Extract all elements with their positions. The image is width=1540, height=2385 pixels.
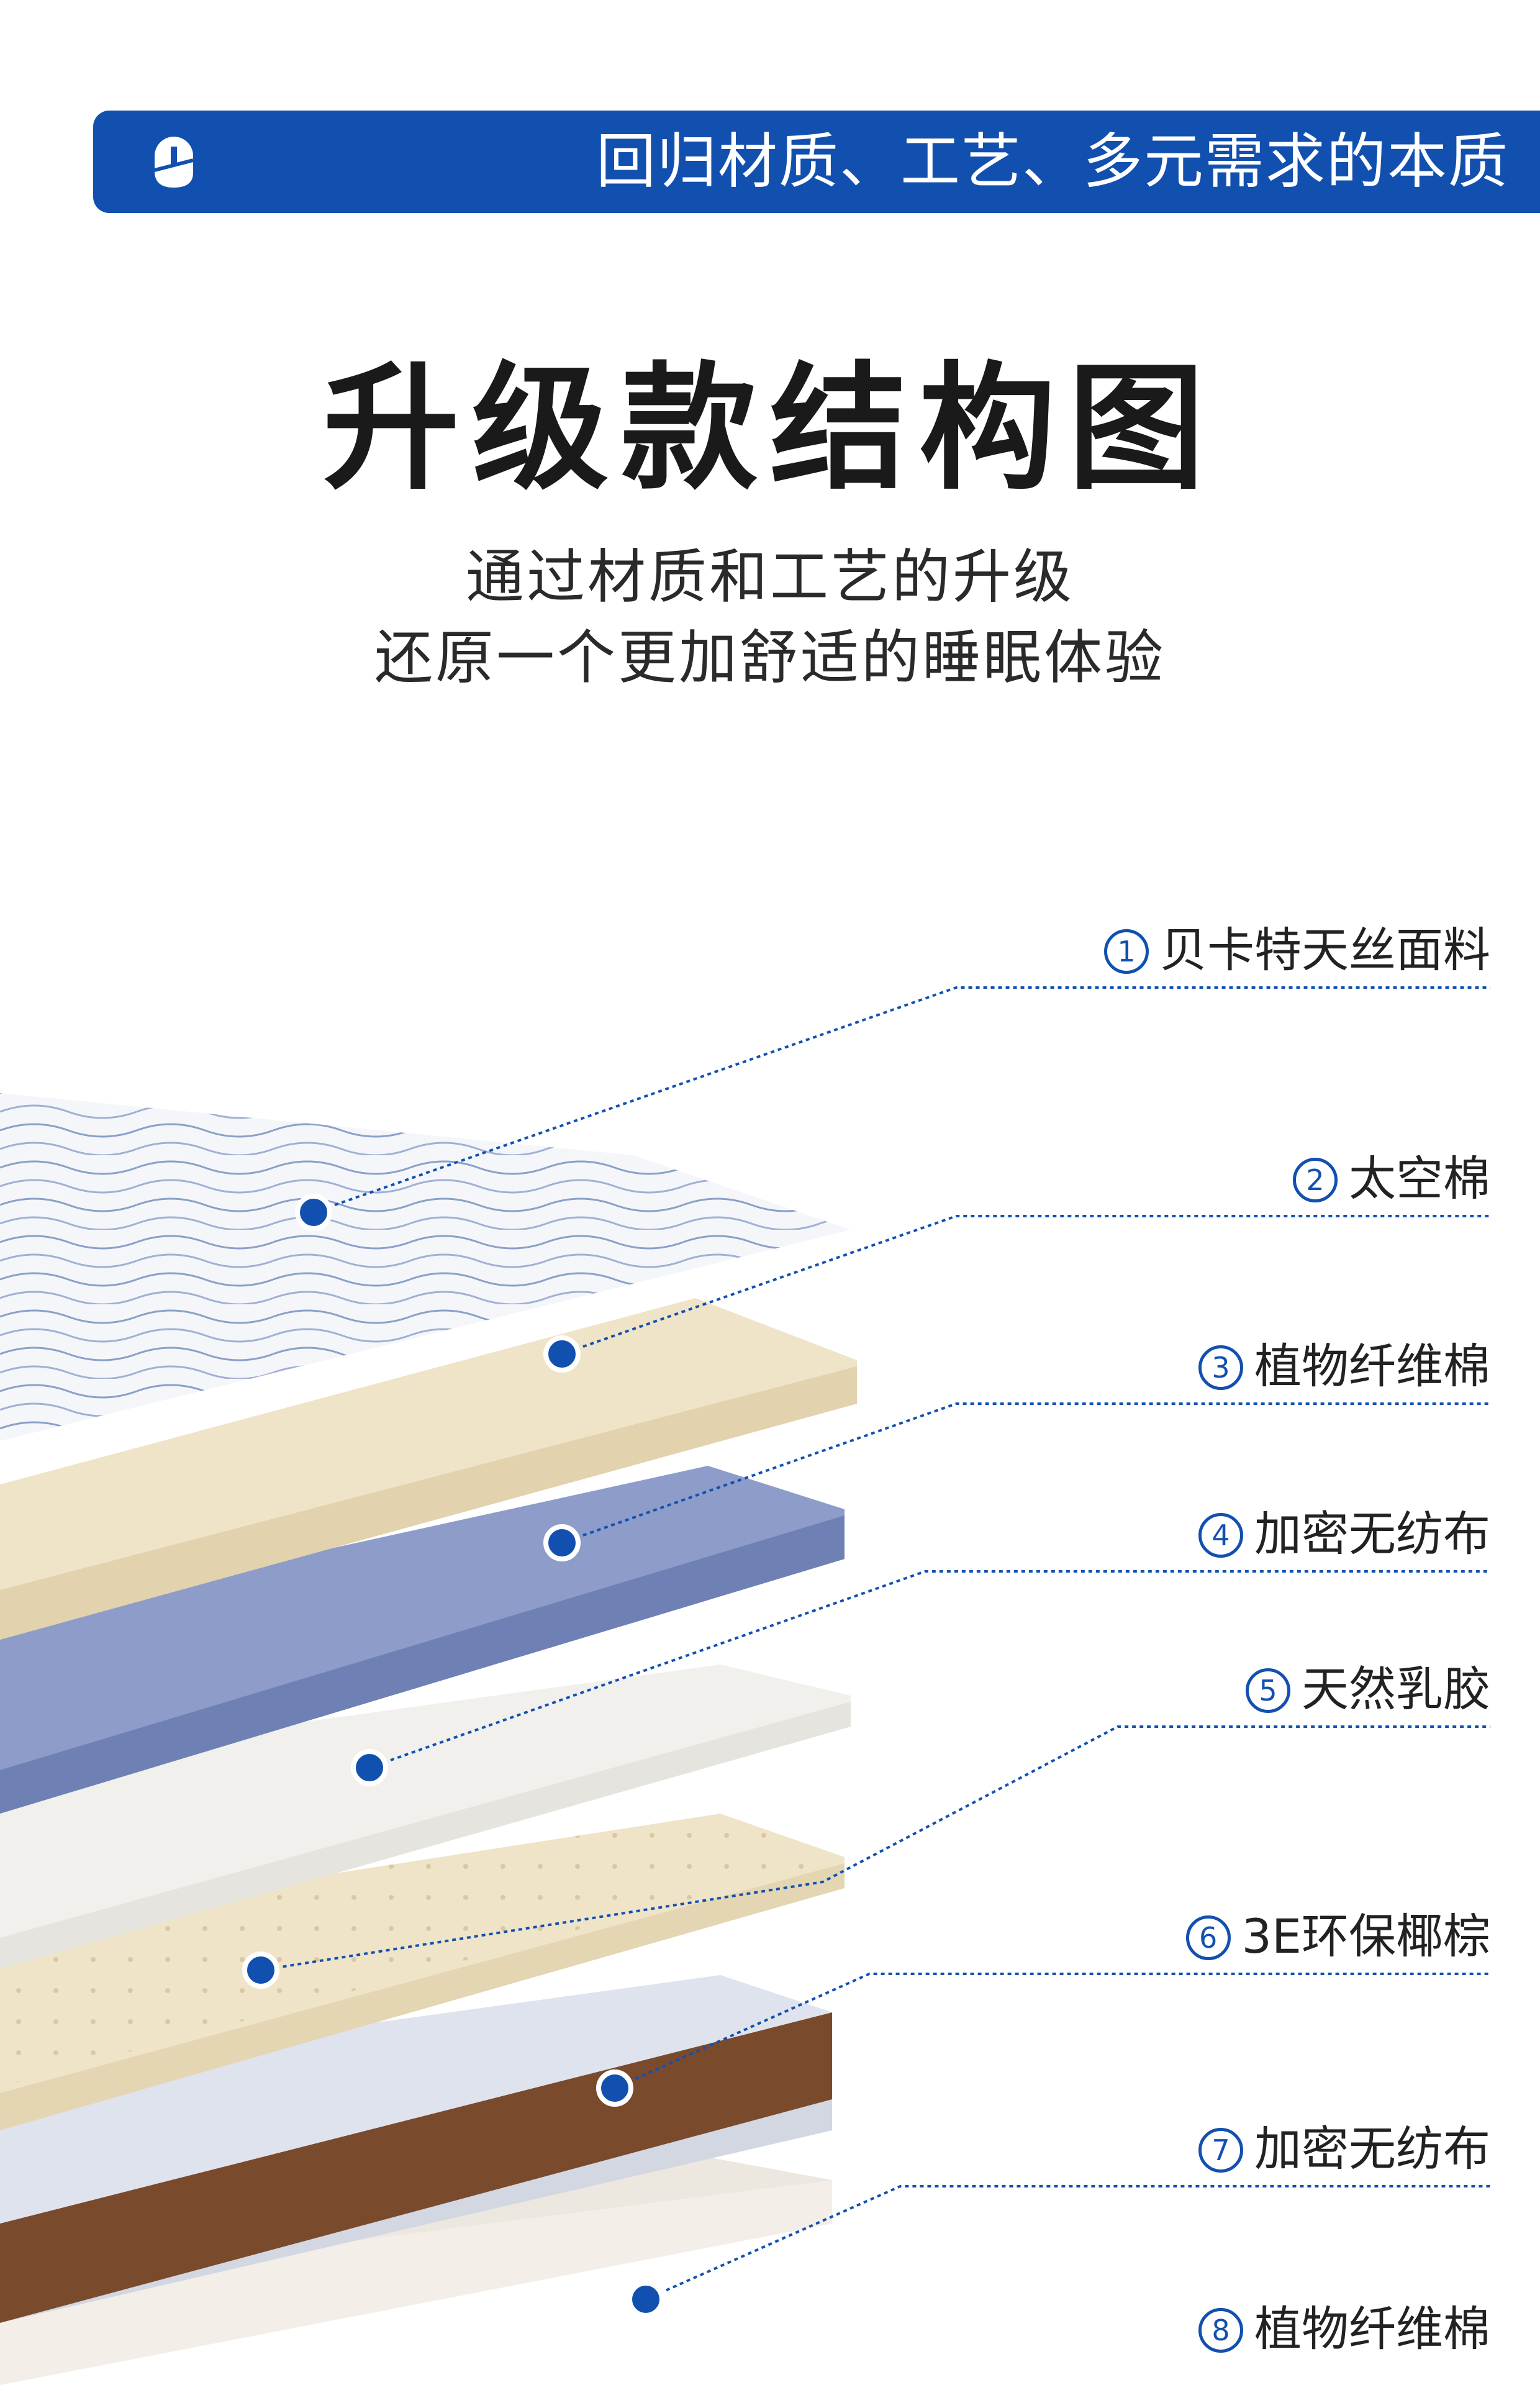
- layer-8-plant-fiber: [0, 2137, 832, 2385]
- brand-logo-icon: [154, 137, 194, 188]
- number-badge: 3: [1198, 1345, 1243, 1390]
- header-banner: 回归材质、工艺、多元需求的本质: [93, 111, 1540, 213]
- number-badge: 4: [1198, 1513, 1243, 1558]
- layer-name: 加密无纺布: [1254, 2121, 1490, 2176]
- banner-slogan: 回归材质、工艺、多元需求的本质: [596, 127, 1509, 196]
- number-badge: 1: [1104, 929, 1149, 974]
- layer-name: 3E环保椰棕: [1241, 1909, 1490, 1964]
- layer-name: 植物纤维棉: [1254, 2301, 1490, 2356]
- number-badge: 8: [1198, 2308, 1243, 2353]
- number-badge: 6: [1185, 1915, 1231, 1960]
- layer-2-space-cotton: [0, 1298, 857, 1640]
- mattress-layers-illustration: [0, 986, 1490, 2385]
- layer-name: 贝卡特天丝面料: [1160, 922, 1490, 978]
- number-badge: 5: [1246, 1668, 1290, 1713]
- layer-name: 太空棉: [1349, 1151, 1490, 1206]
- layer-label-5: 5 天然乳胶: [1246, 1658, 1490, 1720]
- subtitle-line-2: 还原一个更加舒适的睡眠体验: [374, 624, 1166, 692]
- layer-3-plant-fiber: [0, 1466, 845, 1814]
- layer-name: 加密无纺布: [1254, 1506, 1490, 1561]
- subtitle-line-1: 通过材质和工艺的升级: [465, 543, 1074, 611]
- layer-1-tencel-fabric: [0, 1093, 851, 1441]
- number-badge: 2: [1293, 1158, 1338, 1202]
- layer-markers: [242, 1194, 664, 2318]
- leader-lines: [260, 986, 1490, 2301]
- number-badge: 7: [1198, 2128, 1243, 2173]
- layer-name: 天然乳胶: [1302, 1661, 1490, 1717]
- layer-name: 植物纤维棉: [1254, 1338, 1490, 1394]
- layer-5-latex: [0, 1814, 845, 2130]
- page-title: 升级款结构图: [322, 349, 1217, 508]
